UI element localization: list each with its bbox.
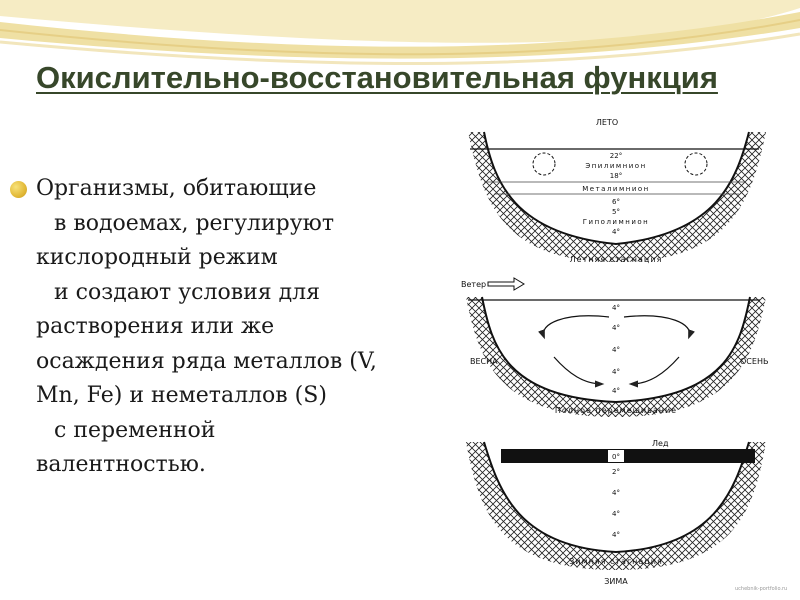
mixing-lake-basin bbox=[481, 296, 751, 404]
autumn-label: ОСЕНЬ bbox=[740, 357, 768, 366]
winter-lake-basin bbox=[483, 441, 750, 554]
mixing-lake-bank bbox=[466, 297, 766, 417]
layer-epilimnion: Эпилимнион bbox=[585, 162, 646, 170]
temp-label: 2° bbox=[612, 468, 620, 476]
temp-label: 22° bbox=[610, 152, 622, 160]
wind-arrow-icon bbox=[487, 277, 525, 291]
temp-label: 18° bbox=[610, 172, 622, 180]
temp-label: 4° bbox=[612, 228, 620, 236]
summer-panel: ЛЕТО 22° Эпилимнион 18° Металимнион 6° 5… bbox=[468, 118, 766, 264]
ice-hole bbox=[608, 450, 624, 462]
ice-label: Лед bbox=[652, 439, 669, 448]
season-winter: ЗИМА bbox=[604, 577, 628, 586]
winter-lake-bank bbox=[466, 442, 766, 570]
winter-panel: Лед 0° 2° 4° 4° 4° Зимняя стагнация ЗИМА bbox=[466, 439, 766, 586]
circulation-arrow-icon bbox=[553, 356, 605, 388]
bullet-line: валентностью. bbox=[36, 452, 206, 477]
bullet-line: кислородный режим bbox=[36, 245, 278, 270]
temp-label: 0° bbox=[612, 453, 620, 461]
temp-label: 4° bbox=[612, 510, 620, 518]
temp-label: 4° bbox=[612, 324, 620, 332]
circulation-arrow-icon bbox=[628, 356, 680, 388]
bullet-line: Организмы, обитающие bbox=[36, 176, 317, 201]
circulation-arrow-icon bbox=[623, 315, 695, 340]
bullet-line: растворения или же bbox=[36, 314, 275, 339]
bullet-line: Mn, Fe) и неметаллов (S) bbox=[36, 383, 327, 408]
temp-label: 6° bbox=[612, 198, 620, 206]
bullet-line: в водоемах, регулируют bbox=[54, 210, 335, 236]
temp-label: 4° bbox=[612, 346, 620, 354]
temp-label: 4° bbox=[612, 387, 620, 395]
bullet-line: осаждения ряда металлов (V, bbox=[36, 348, 377, 374]
decorative-wave bbox=[0, 0, 800, 66]
summer-lake-bank bbox=[468, 132, 766, 262]
temp-label: 4° bbox=[612, 489, 620, 497]
summer-lake-basin bbox=[483, 131, 750, 246]
bullet-icon bbox=[10, 181, 27, 198]
lake-stratification-diagram: ЛЕТО 22° Эпилимнион 18° Металимнион 6° 5… bbox=[461, 118, 768, 586]
watermark: uchebnik-portfolio.ru bbox=[735, 586, 788, 592]
circulation-arrow-icon bbox=[538, 315, 610, 340]
mixing-panel: Ветер 4° 4° 4° 4° 4° ВЕСНА ОСЕНЬ Полное … bbox=[461, 277, 768, 417]
bullet-line: и создают условия для bbox=[54, 279, 321, 305]
bullet-text: Организмы, обитающие в водоемах, регулир… bbox=[36, 172, 456, 483]
spring-label: ВЕСНА bbox=[470, 357, 498, 366]
caption-winter: Зимняя стагнация bbox=[569, 557, 663, 566]
bullet-line: с переменной bbox=[54, 417, 216, 443]
circulation-cell-icon bbox=[532, 152, 556, 176]
wind-label: Ветер bbox=[461, 280, 486, 289]
temp-label: 4° bbox=[612, 531, 620, 539]
layer-metalimnion: Металимнион bbox=[582, 185, 650, 193]
layer-hypolimnion: Гиполимнион bbox=[583, 218, 649, 226]
season-summer: ЛЕТО bbox=[596, 118, 618, 127]
caption-mixing: Полное перемешивание bbox=[555, 406, 677, 415]
temp-label: 4° bbox=[612, 304, 620, 312]
circulation-cell-icon bbox=[684, 152, 708, 176]
slide-title: Окислительно-восстановительная функция bbox=[36, 60, 718, 95]
temp-label: 5° bbox=[612, 208, 620, 216]
temp-label: 4° bbox=[612, 368, 620, 376]
ice-layer bbox=[501, 449, 755, 463]
caption-summer: Летняя стагнация bbox=[570, 255, 663, 264]
